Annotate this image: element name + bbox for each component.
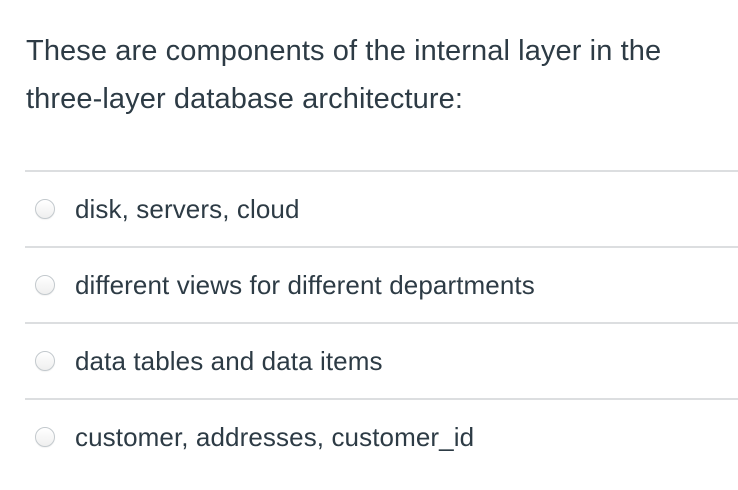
radio-button[interactable] — [35, 275, 55, 295]
answer-option-label[interactable]: different views for different department… — [75, 269, 535, 300]
answer-option-row[interactable]: different views for different department… — [25, 246, 738, 322]
radio-button[interactable] — [35, 199, 55, 219]
answer-option-label[interactable]: data tables and data items — [75, 345, 383, 376]
radio-button[interactable] — [35, 427, 55, 447]
answer-option-row[interactable]: disk, servers, cloud — [25, 170, 738, 246]
answer-option-label[interactable]: disk, servers, cloud — [75, 193, 300, 224]
radio-button[interactable] — [35, 351, 55, 371]
answer-options-list: disk, servers, cloud different views for… — [25, 170, 738, 474]
question-text: These are components of the internal lay… — [26, 35, 662, 115]
answer-option-row[interactable]: data tables and data items — [25, 322, 738, 398]
answer-option-row[interactable]: customer, addresses, customer_id — [25, 398, 738, 474]
answer-option-label[interactable]: customer, addresses, customer_id — [75, 421, 475, 452]
